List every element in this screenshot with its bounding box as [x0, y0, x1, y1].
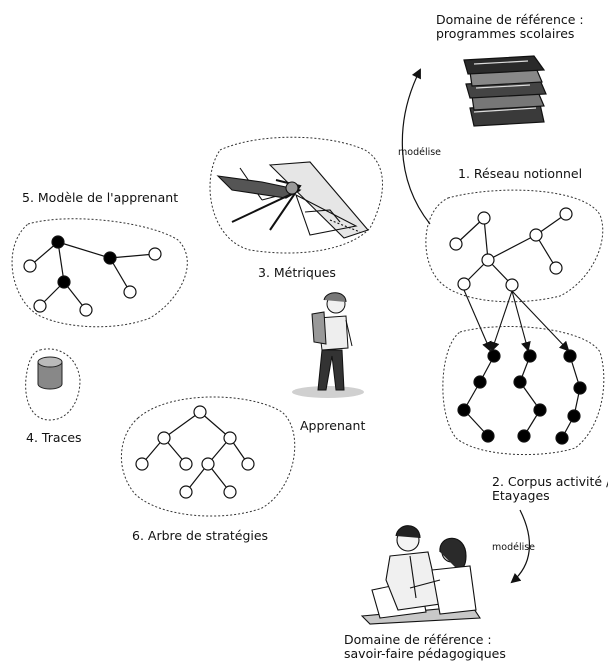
chain-node	[555, 431, 569, 445]
tree-arbre-strategies	[135, 405, 255, 499]
domain-bottom-line1: Domaine de référence :	[344, 632, 492, 647]
tree-node	[123, 285, 137, 299]
tree-node	[33, 299, 47, 313]
chain-node	[523, 349, 537, 363]
tree-node	[23, 259, 37, 273]
blob-metriques	[209, 136, 383, 254]
domain-bottom-line2: savoir-faire pédagogiques	[344, 646, 506, 661]
domain-top-line1: Domaine de référence :	[436, 12, 584, 27]
metriques-label: 3. Métriques	[258, 265, 336, 280]
reseau-to-corpus-arrows	[463, 289, 570, 352]
tree-node	[457, 277, 471, 291]
modele-apprenant-label: 5. Modèle de l'apprenant	[22, 190, 179, 205]
tree-node	[201, 457, 215, 471]
chain-node	[513, 375, 527, 389]
tree-node	[157, 431, 171, 445]
teachers-icon	[360, 525, 481, 625]
traces-label: 4. Traces	[26, 430, 82, 445]
chain-node	[573, 381, 587, 395]
tree-node	[477, 211, 491, 225]
modelise-top-label: modélise	[398, 147, 442, 158]
tree-node	[193, 405, 207, 419]
drafting-tools-icon	[216, 161, 369, 239]
student-icon	[292, 292, 364, 398]
tree-node	[135, 457, 149, 471]
chain-node	[533, 403, 547, 417]
blob-modele-apprenant	[11, 218, 188, 328]
tree-node	[57, 275, 71, 289]
books-icon	[463, 55, 547, 127]
chain-node	[487, 349, 501, 363]
domain-top-line2: programmes scolaires	[436, 26, 575, 41]
database-cylinder-icon	[37, 356, 63, 390]
chain-node	[563, 349, 577, 363]
blob-corpus-activite	[442, 325, 605, 456]
corpus-activite-line2: Etayages	[492, 488, 550, 503]
tree-node	[79, 303, 93, 317]
tree-node	[51, 235, 65, 249]
blob-arbre-strategies	[121, 396, 296, 517]
tree-node	[449, 237, 463, 251]
tree-node	[223, 485, 237, 499]
tree-node	[481, 253, 495, 267]
tree-node	[103, 251, 117, 265]
tree-node	[549, 261, 563, 275]
tree-modele-apprenant	[23, 235, 162, 317]
tree-node	[223, 431, 237, 445]
reseau-notionnel-label: 1. Réseau notionnel	[458, 166, 583, 181]
apprenant-label: Apprenant	[300, 418, 366, 433]
chains-corpus-activite	[457, 349, 587, 445]
chain-node	[481, 429, 495, 443]
tree-node	[529, 228, 543, 242]
tree-node	[241, 457, 255, 471]
chain-node	[567, 409, 581, 423]
modelise-arrow-top	[401, 68, 431, 225]
tree-node	[179, 457, 193, 471]
arbre-strategies-label: 6. Arbre de stratégies	[132, 528, 269, 543]
chain-node	[473, 375, 487, 389]
tree-node	[505, 278, 519, 292]
modelise-arrow-bottom	[510, 509, 531, 584]
tree-reseau-notionnel	[449, 207, 573, 292]
blob-traces	[25, 348, 81, 421]
tree-node	[148, 247, 162, 261]
corpus-activite-line1: 2. Corpus activité /	[492, 474, 608, 489]
tree-node	[179, 485, 193, 499]
tree-node	[559, 207, 573, 221]
modelise-bottom-label: modélise	[492, 542, 536, 553]
blob-reseau-notionnel	[425, 189, 604, 303]
chain-node	[457, 403, 471, 417]
chain-node	[517, 429, 531, 443]
